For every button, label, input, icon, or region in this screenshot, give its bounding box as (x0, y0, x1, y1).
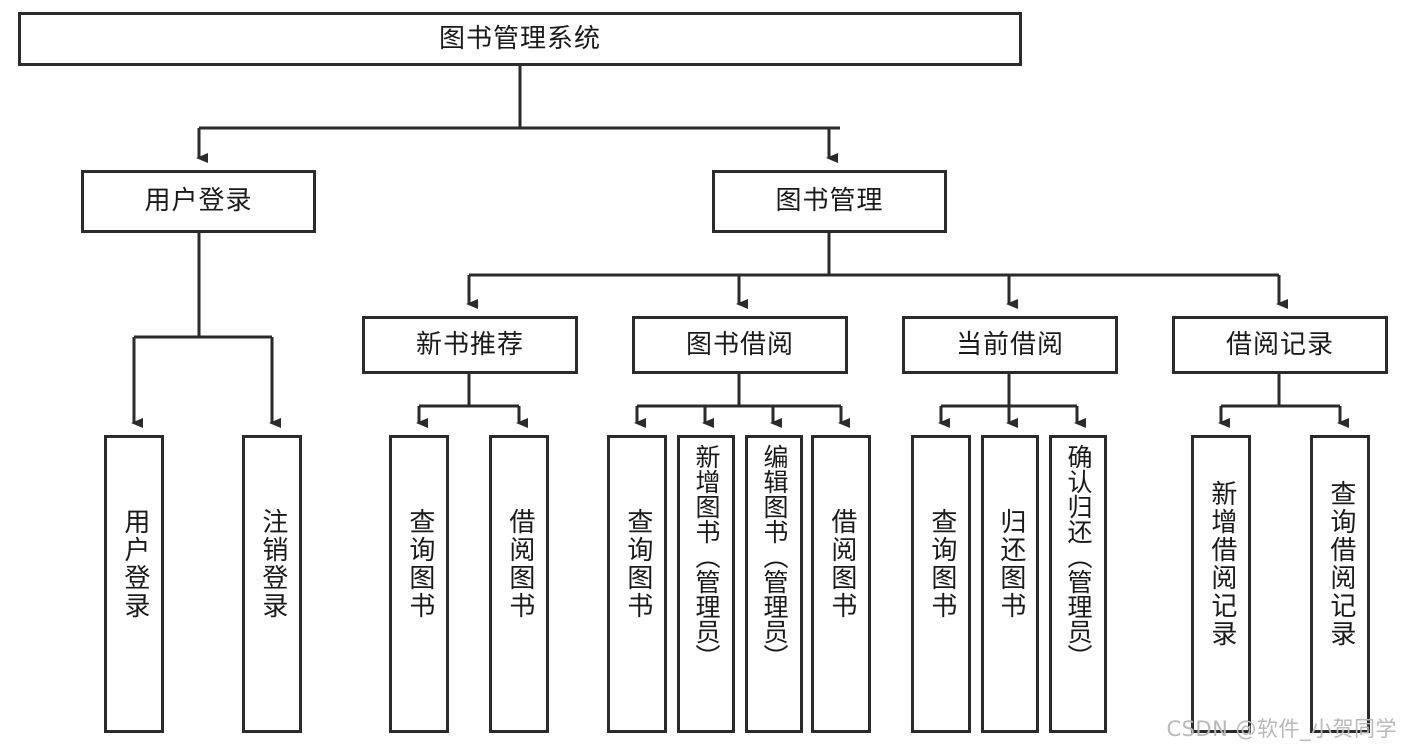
node-label: 编辑图书（管理员） (760, 444, 789, 669)
node-current-borrow[interactable]: 当前借阅 (902, 316, 1118, 374)
node-label: 新增借阅记录 (1206, 480, 1237, 648)
node-label: 确认归还（管理员） (1064, 444, 1093, 669)
watermark-text: CSDN @软件_小贺同学 (1166, 717, 1397, 741)
node-leaf-borrow-book-2[interactable]: 借阅图书 (811, 435, 871, 733)
node-new-book-recommend[interactable]: 新书推荐 (362, 316, 578, 374)
node-label: 图书借阅 (685, 329, 794, 360)
node-leaf-query-book-1[interactable]: 查询图书 (389, 435, 449, 733)
node-label: 查询图书 (622, 508, 653, 620)
node-label: 用户登录 (119, 508, 150, 620)
node-leaf-query-book-3[interactable]: 查询图书 (911, 435, 971, 733)
node-borrow-record[interactable]: 借阅记录 (1172, 316, 1388, 374)
node-label: 借阅图书 (504, 508, 535, 620)
node-root[interactable]: 图书管理系统 (18, 12, 1022, 66)
node-label: 当前借阅 (955, 329, 1064, 360)
node-book-borrow[interactable]: 图书借阅 (632, 316, 848, 374)
node-label: 查询图书 (404, 508, 435, 620)
node-leaf-edit-book[interactable]: 编辑图书（管理员） (745, 435, 803, 733)
node-leaf-add-book[interactable]: 新增图书（管理员） (677, 435, 735, 733)
node-leaf-confirm-return[interactable]: 确认归还（管理员） (1049, 435, 1107, 733)
node-leaf-return-book[interactable]: 归还图书 (981, 435, 1039, 733)
node-label: 用户登录 (144, 186, 253, 217)
node-leaf-user-login[interactable]: 用户登录 (104, 435, 164, 733)
node-leaf-query-borrow-record[interactable]: 查询借阅记录 (1310, 435, 1370, 733)
node-label: 新书推荐 (415, 329, 524, 360)
node-leaf-logout-login[interactable]: 注销登录 (242, 435, 302, 733)
node-label: 查询借阅记录 (1325, 480, 1356, 648)
node-label: 归还图书 (995, 508, 1026, 620)
node-leaf-query-book-2[interactable]: 查询图书 (607, 435, 667, 733)
node-label: 新增图书（管理员） (692, 444, 721, 669)
node-user-login[interactable]: 用户登录 (81, 170, 316, 233)
node-label: 图书管理系统 (438, 23, 601, 54)
node-label: 查询图书 (926, 508, 957, 620)
node-book-manage[interactable]: 图书管理 (712, 170, 947, 233)
node-leaf-borrow-book-1[interactable]: 借阅图书 (489, 435, 549, 733)
node-leaf-add-borrow-record[interactable]: 新增借阅记录 (1191, 435, 1251, 733)
node-label: 图书管理 (775, 186, 884, 217)
node-label: 注销登录 (257, 508, 288, 620)
node-label: 借阅图书 (826, 508, 857, 620)
node-label: 借阅记录 (1225, 329, 1334, 360)
